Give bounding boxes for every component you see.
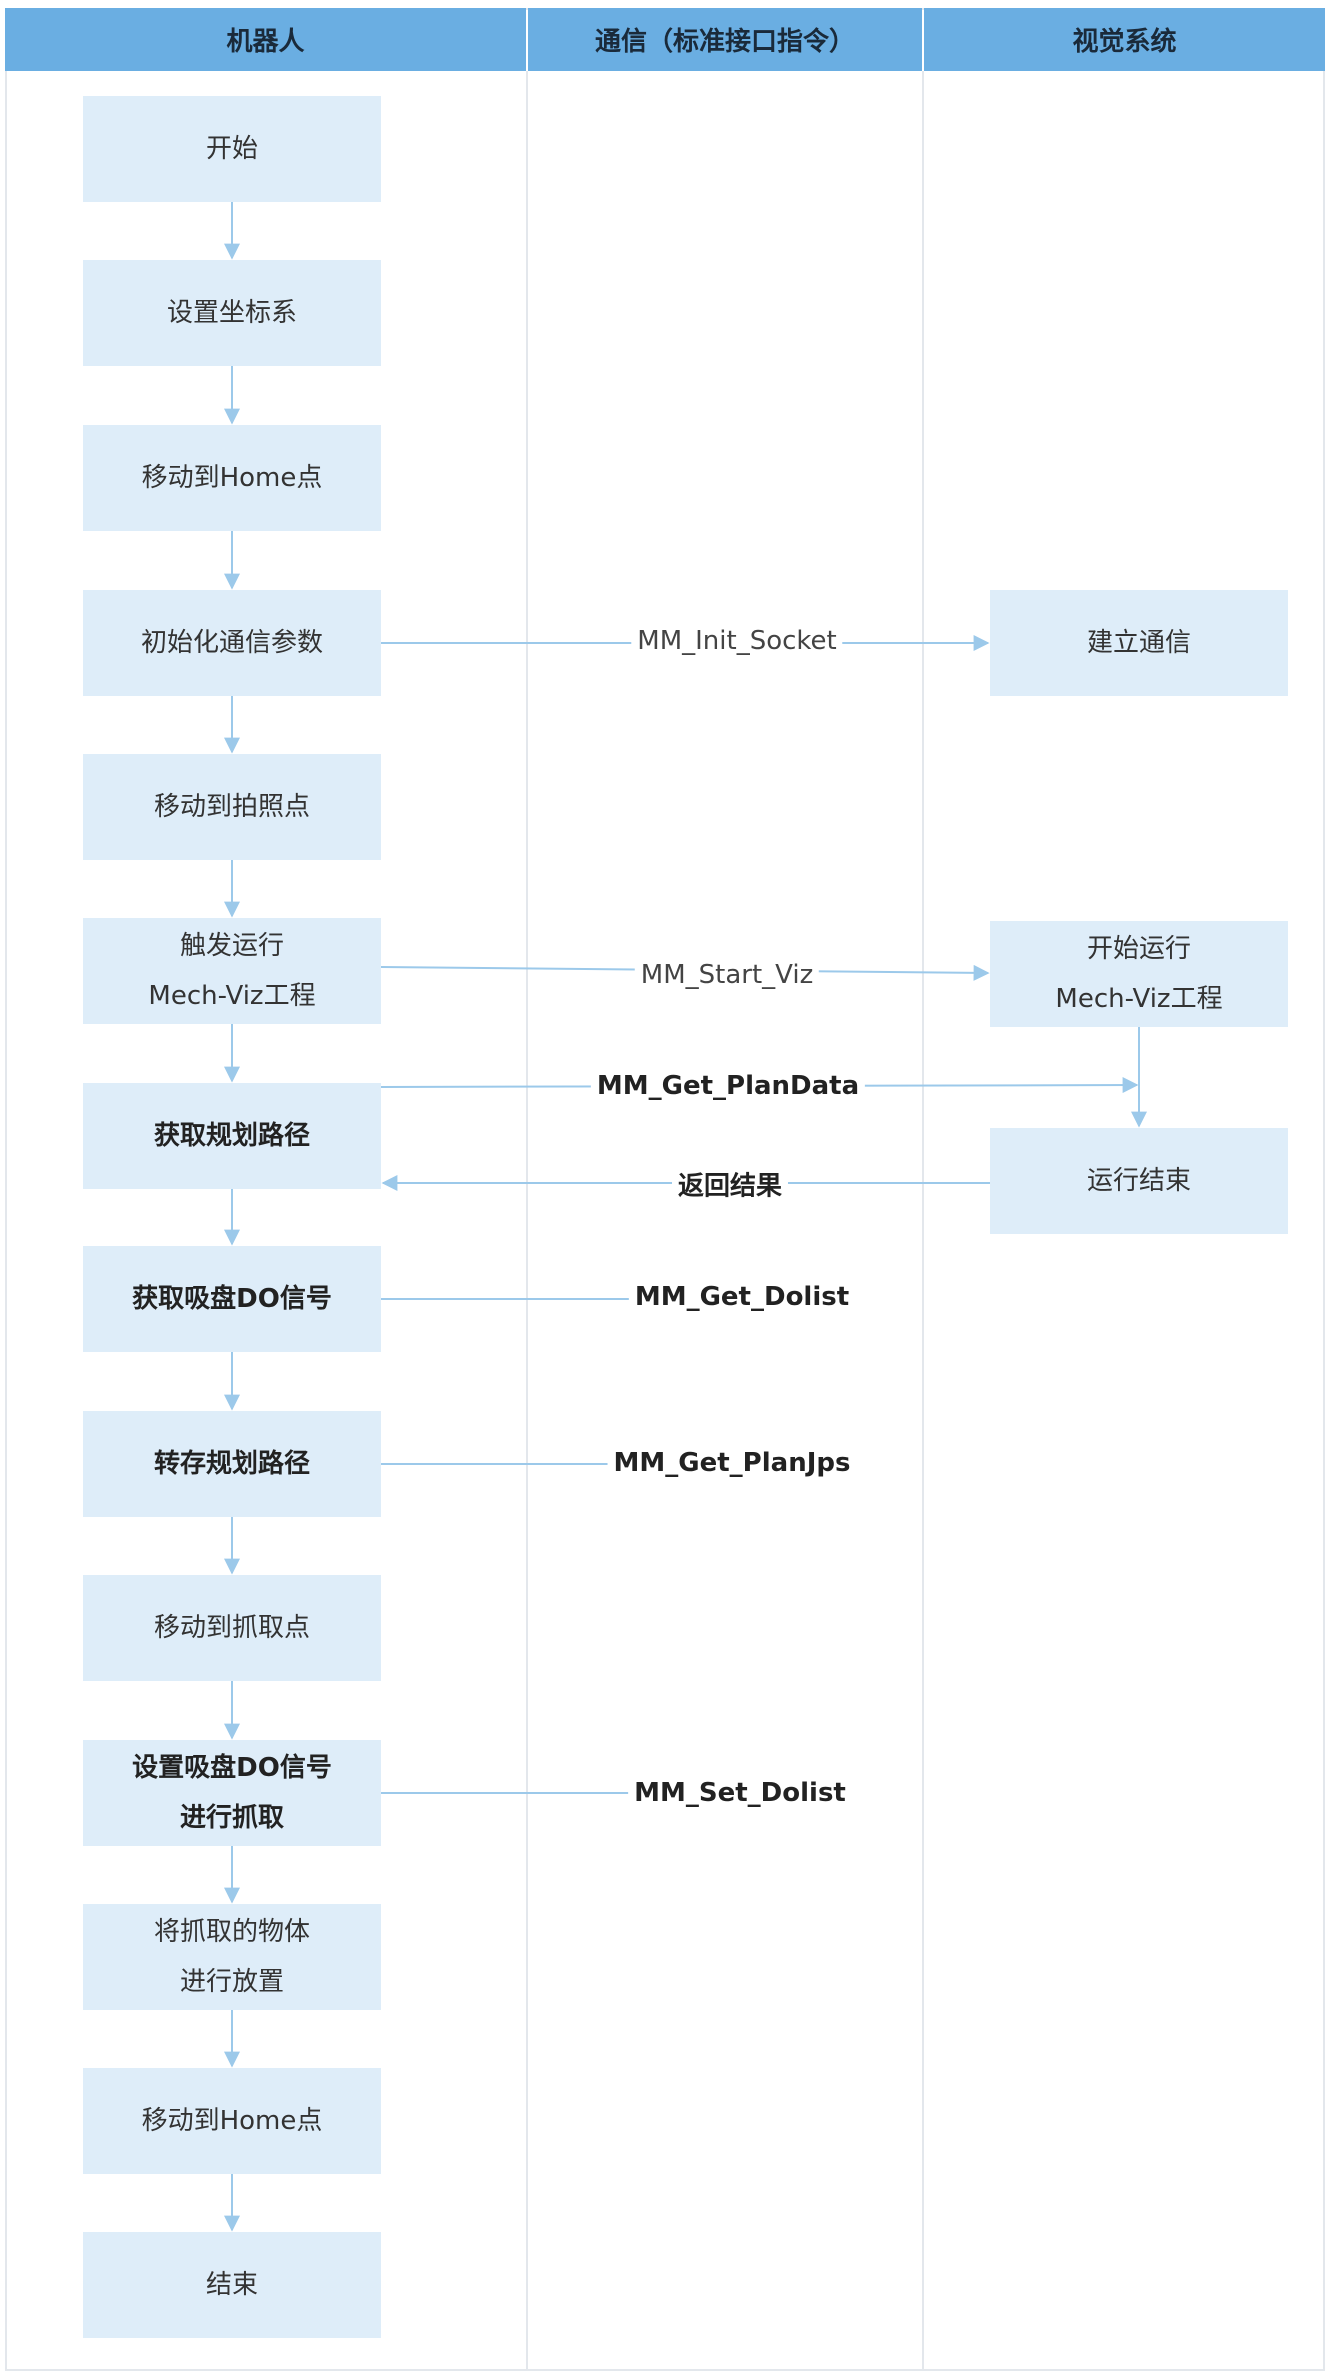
robot-node-move-photo: 移动到拍照点	[83, 754, 381, 860]
robot-node-move-pick: 移动到抓取点	[83, 1575, 381, 1681]
lane-header-communication: 通信（标准接口指令）	[528, 8, 922, 71]
robot-node-set-coord: 设置坐标系	[83, 260, 381, 366]
node-label: 进行放置	[179, 1967, 284, 1997]
lane-header-robot: 机器人	[5, 8, 526, 71]
message-label-start-viz: MM_Start_Viz	[634, 960, 820, 990]
node-label: 建立通信	[1086, 628, 1191, 658]
node-label: Mech-Viz工程	[148, 981, 316, 1011]
robot-node-get-do: 获取吸盘DO信号	[83, 1246, 381, 1352]
node-label: 设置坐标系	[166, 298, 297, 328]
node-label: 移动到拍照点	[153, 792, 310, 822]
node-label: 运行结束	[1086, 1166, 1191, 1196]
node-label: 开始运行	[1086, 934, 1191, 964]
node-label: 转存规划路径	[153, 1449, 310, 1479]
node-label: 触发运行	[179, 931, 284, 961]
node-label: Mech-Viz工程	[1055, 984, 1223, 1014]
node-label: 获取吸盘DO信号	[132, 1284, 332, 1314]
robot-node-init-comm: 初始化通信参数	[83, 590, 381, 696]
node-label: 初始化通信参数	[140, 628, 323, 658]
message-label-get-plandata: MM_Get_PlanData	[590, 1071, 866, 1101]
vision-node-establish: 建立通信	[990, 590, 1288, 696]
robot-node-place: 将抓取的物体进行放置	[83, 1904, 381, 2010]
message-label-init-socket: MM_Init_Socket	[631, 626, 843, 656]
lane-header-vision: 视觉系统	[924, 8, 1325, 71]
message-label-get-dolist: MM_Get_Dolist	[628, 1282, 856, 1312]
vision-node-start-viz: 开始运行 Mech-Viz工程	[990, 921, 1288, 1027]
vision-node-run-end: 运行结束	[990, 1128, 1288, 1234]
node-label: 移动到抓取点	[153, 1613, 310, 1643]
node-label: 获取规划路径	[153, 1121, 310, 1151]
robot-node-set-do: 设置吸盘DO信号进行抓取	[83, 1740, 381, 1846]
message-label-get-planjps: MM_Get_PlanJps	[607, 1448, 857, 1478]
node-label: 进行抓取	[179, 1803, 284, 1833]
robot-node-home1: 移动到Home点	[83, 425, 381, 531]
robot-node-home2: 移动到Home点	[83, 2068, 381, 2174]
node-label: 将抓取的物体	[153, 1917, 310, 1947]
node-label: 移动到Home点	[141, 463, 323, 493]
robot-node-start: 开始	[83, 96, 381, 202]
robot-node-trigger-viz: 触发运行 Mech-Viz工程	[83, 918, 381, 1024]
message-label-return-result: 返回结果	[671, 1165, 789, 1203]
robot-node-end: 结束	[83, 2232, 381, 2338]
lane-divider	[922, 71, 924, 2371]
robot-node-get-path: 获取规划路径	[83, 1083, 381, 1189]
node-label: 移动到Home点	[141, 2106, 323, 2136]
robot-node-store-path: 转存规划路径	[83, 1411, 381, 1517]
node-label: 开始	[205, 134, 258, 164]
node-label: 设置吸盘DO信号	[132, 1753, 332, 1783]
lane-divider	[526, 71, 528, 2371]
node-label: 结束	[205, 2270, 258, 2300]
message-label-set-dolist: MM_Set_Dolist	[628, 1778, 852, 1808]
